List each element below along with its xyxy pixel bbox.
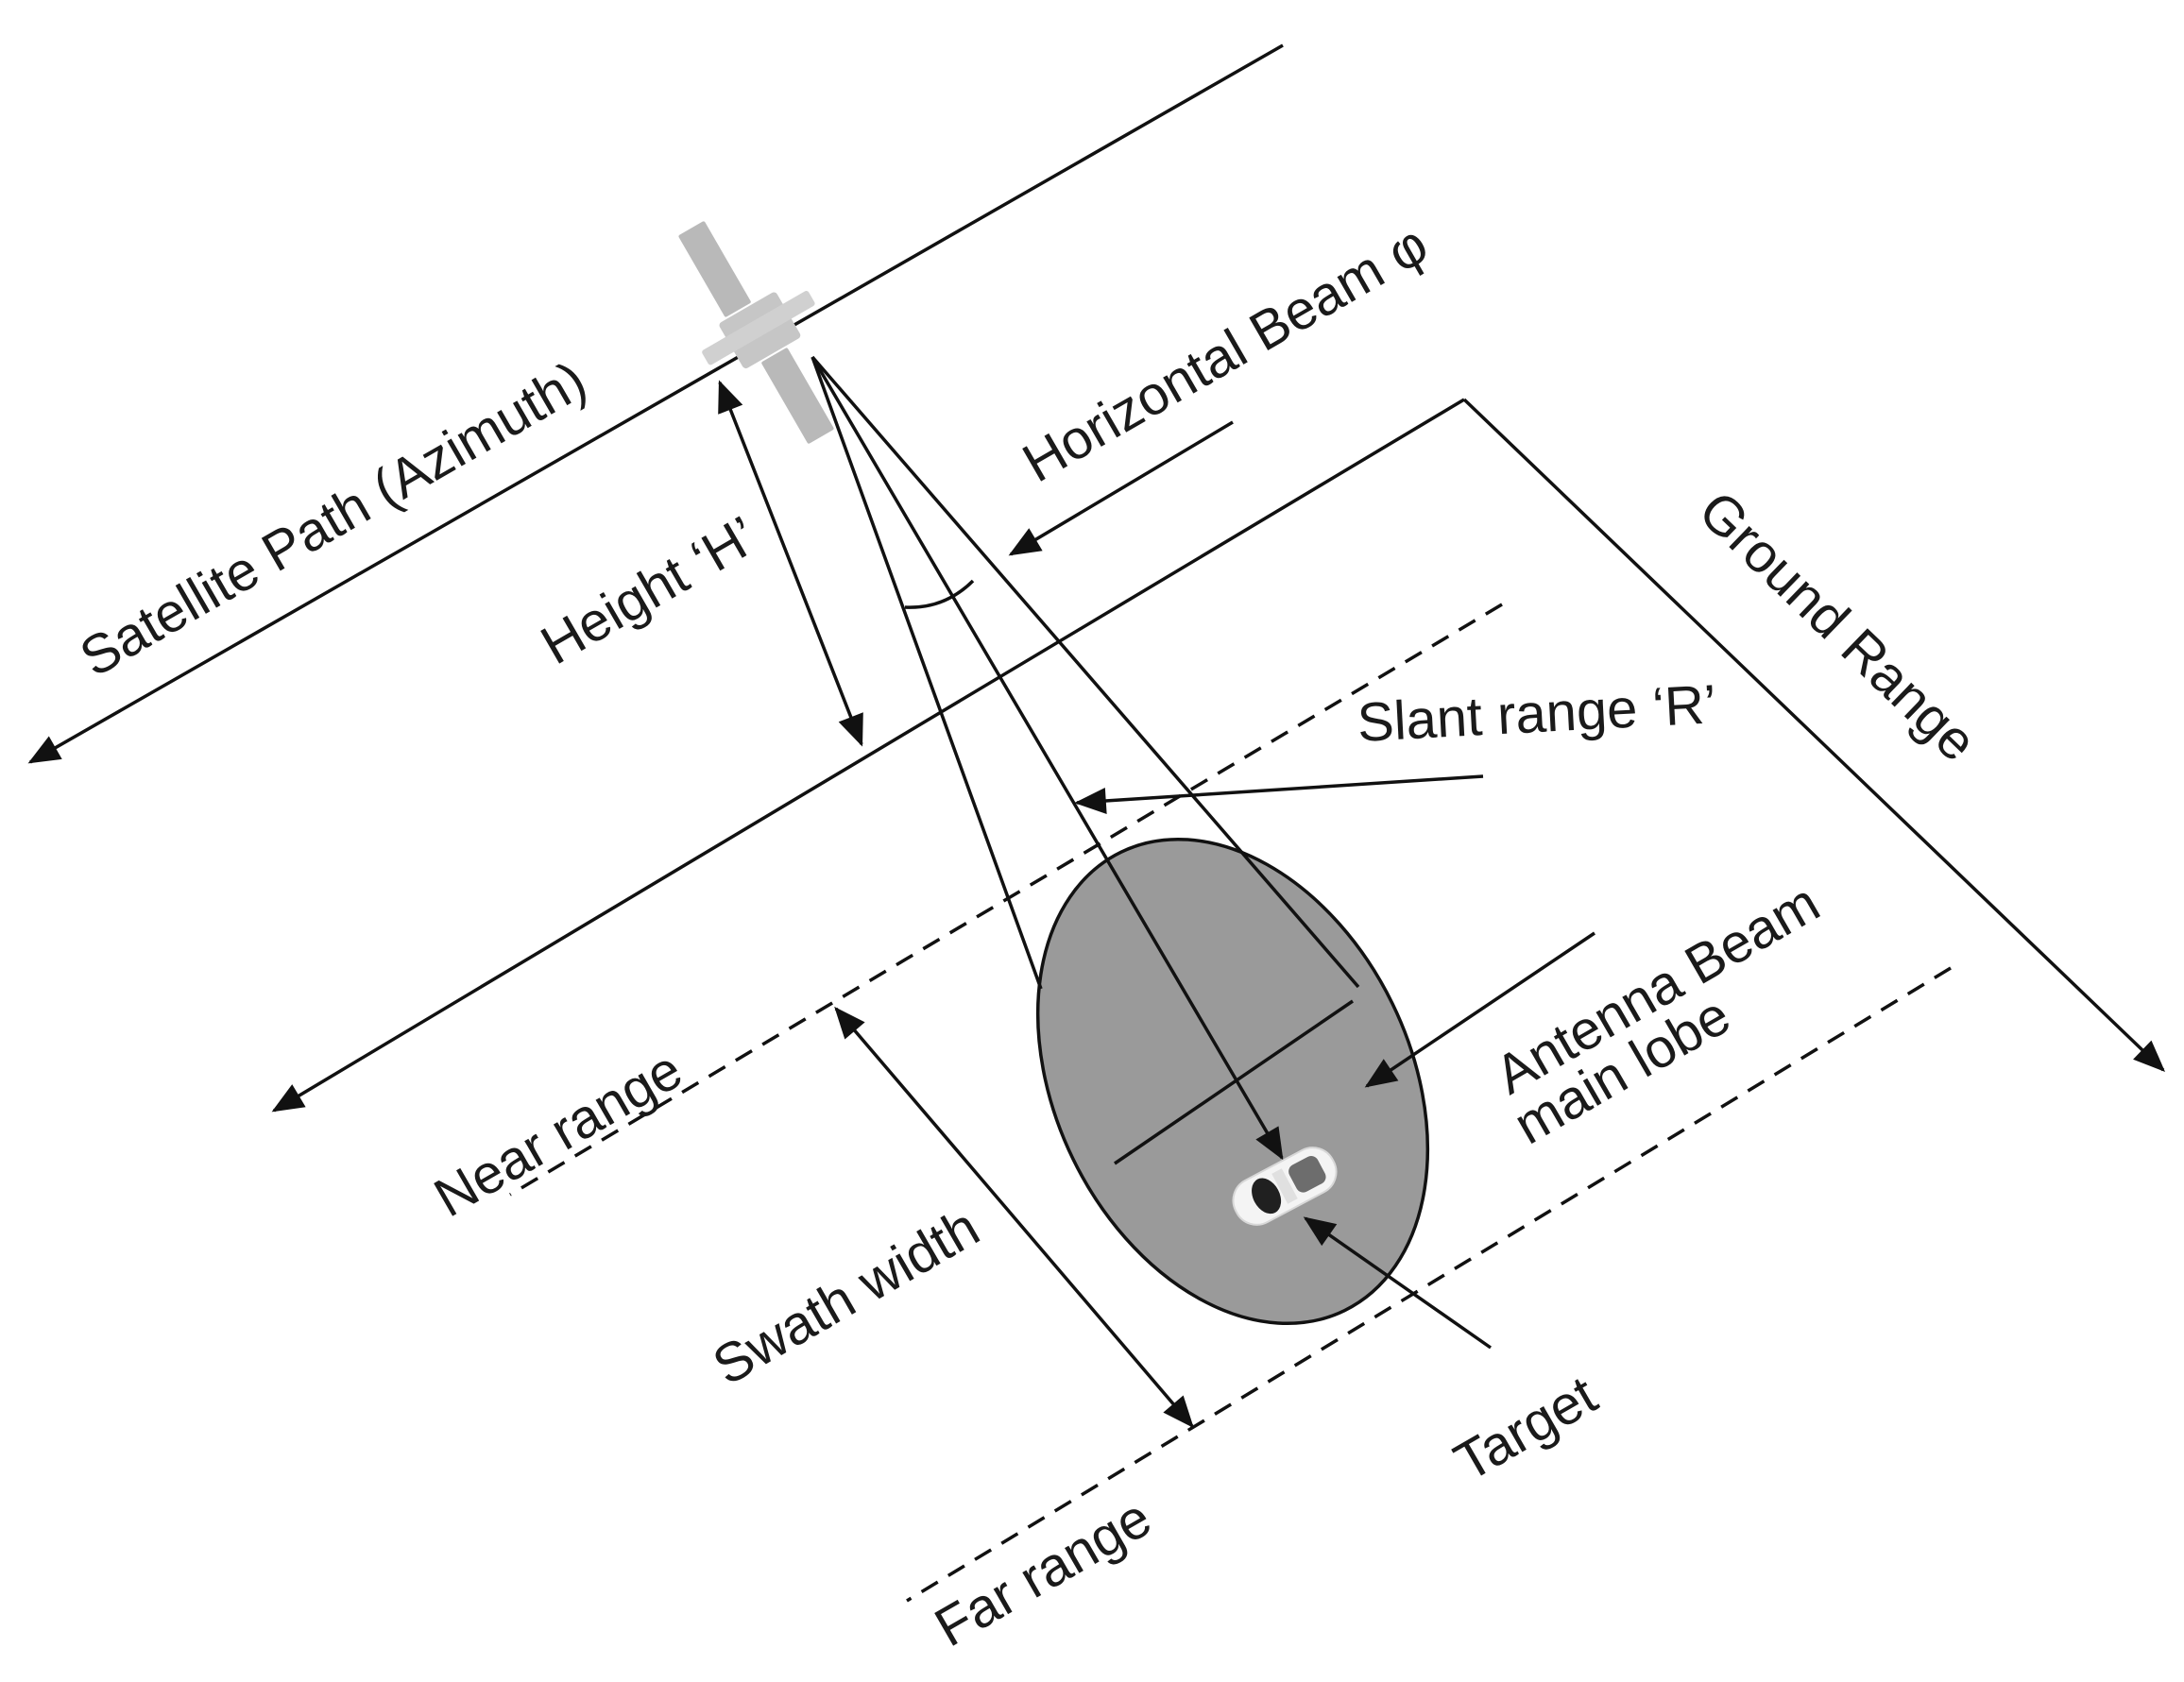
far-range-line xyxy=(906,966,1952,1603)
far-range-label: Far range xyxy=(925,1487,1161,1658)
slant-range-label: Slant range ‘R’ xyxy=(1356,673,1717,754)
near-range-label: Near range xyxy=(424,1039,692,1229)
ground-range-label: Ground Range xyxy=(1687,480,1988,773)
ground-azimuth-line xyxy=(271,398,1465,1113)
satellite-icon xyxy=(678,221,834,444)
car-target-icon xyxy=(1232,1147,1338,1226)
antenna-beam-pointer xyxy=(1364,931,1595,1088)
beam-angle-arc xyxy=(904,579,975,609)
ground-range-line xyxy=(1462,398,2166,1072)
height-arrow xyxy=(718,380,863,747)
satellite-path-label: Satellite Path (Azimuth) xyxy=(70,349,596,688)
swath-width-arrow xyxy=(834,1006,1194,1429)
target-pointer xyxy=(1303,1216,1493,1350)
satellite-path-line xyxy=(27,43,1284,764)
height-label: Height ‘H’ xyxy=(531,504,767,676)
horizontal-beam-pointer xyxy=(1008,420,1234,556)
target-label: Target xyxy=(1444,1364,1607,1493)
near-range-line xyxy=(509,603,1503,1197)
swath-width-label: Swath width xyxy=(703,1197,989,1398)
slant-range-pointer xyxy=(1074,774,1484,814)
